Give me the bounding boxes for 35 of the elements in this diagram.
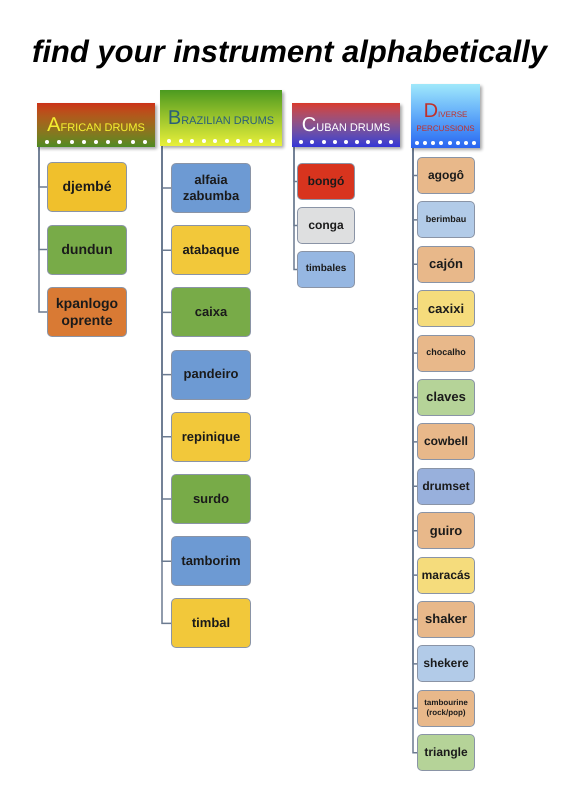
instrument-box: alfaia zabumba: [171, 163, 251, 213]
title: find your instrument alphabetically: [32, 36, 548, 67]
instrument-box: kpanlogo oprente: [47, 287, 127, 337]
instrument-box: pandeiro: [171, 350, 251, 400]
instrument-box: bongó: [297, 163, 355, 200]
instrument-box: shaker: [417, 601, 475, 638]
instrument-box: claves: [417, 379, 475, 416]
instrument-box: conga: [297, 207, 355, 244]
instrument-box: dundun: [47, 224, 127, 274]
instrument-box: agogô: [417, 157, 475, 194]
connector-line: [38, 147, 47, 313]
instrument-box: repinique: [171, 412, 251, 462]
connector-line: [293, 147, 297, 270]
instrument-box: drumset: [417, 468, 475, 505]
instrument-box: tamborim: [171, 536, 251, 586]
instrument-box: shekere: [417, 645, 475, 682]
instrument-box: guiro: [417, 512, 475, 550]
instrument-box: timbales: [297, 251, 355, 288]
instrument-box: maracás: [417, 556, 475, 594]
category-header: AFRICAN DRUMS: [37, 103, 155, 147]
category-header: DIVERSE PERCUSSIONS: [411, 84, 480, 148]
instrument-box: djembé: [47, 162, 127, 212]
instrument-box: timbal: [171, 598, 251, 648]
instrument-box: caixa: [171, 287, 251, 338]
instrument-box: caxixi: [417, 290, 475, 328]
instrument-box: atabaque: [171, 225, 251, 276]
instrument-box: cowbell: [417, 423, 475, 460]
instrument-box: berimbau: [417, 201, 475, 238]
instrument-box: cajón: [417, 246, 475, 283]
instrument-box: tambourine (rock/pop): [417, 690, 475, 727]
instrument-box: triangle: [417, 734, 475, 772]
instrument-box: chocalho: [417, 334, 475, 372]
category-header: BRAZILIAN DRUMS: [160, 90, 282, 146]
category-header: CUBAN DRUMS: [292, 103, 400, 147]
instrument-box: surdo: [171, 474, 251, 524]
